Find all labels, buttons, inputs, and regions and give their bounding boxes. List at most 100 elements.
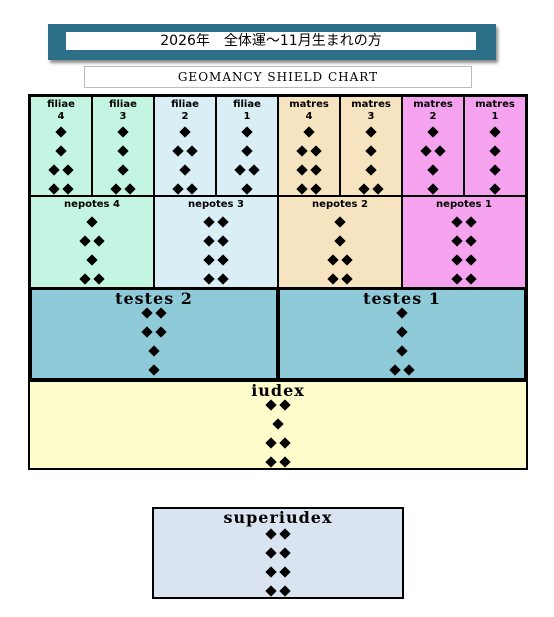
nepotes-label: nepotes 1: [403, 199, 525, 211]
point-diamond: [86, 254, 98, 266]
chart-subtitle: GEOMANCY SHIELD CHART: [84, 66, 472, 88]
nepotes-cell-1: nepotes 1: [402, 196, 526, 288]
testes-label-text: testes 2: [115, 289, 193, 308]
iudex-label: iudex: [30, 382, 526, 400]
point-diamond: [327, 273, 339, 285]
point-diamond: [334, 235, 346, 247]
nepotes-label-text: nepotes 3: [188, 199, 244, 210]
point-diamond: [117, 145, 129, 157]
figure-line: [279, 161, 339, 180]
testes-label-text: testes 1: [363, 289, 441, 308]
figure-line: [403, 142, 463, 161]
point-diamond: [396, 345, 408, 357]
point-diamond: [365, 126, 377, 138]
figure-line: [30, 396, 526, 415]
house-label-text: filiae: [47, 99, 75, 110]
point-diamond: [265, 399, 277, 411]
house-label-text: filiae: [233, 99, 261, 110]
point-diamond: [358, 183, 370, 195]
figure-line: [30, 415, 526, 434]
house-figure: [279, 123, 339, 199]
point-diamond: [465, 216, 477, 228]
point-diamond: [489, 145, 501, 157]
point-diamond: [489, 183, 501, 195]
house-label-text: 3: [367, 111, 375, 122]
point-diamond: [279, 566, 291, 578]
point-diamond: [79, 273, 91, 285]
point-diamond: [296, 183, 308, 195]
nepotes-cell-3: nepotes 3: [154, 196, 278, 288]
figure-line: [32, 304, 276, 323]
figure-line: [465, 142, 525, 161]
point-diamond: [62, 164, 74, 176]
point-diamond: [451, 216, 463, 228]
house-label-text: 3: [119, 111, 127, 122]
point-diamond: [427, 126, 439, 138]
house-label-text: 2: [181, 111, 189, 122]
point-diamond: [217, 235, 229, 247]
figure-line: [155, 142, 215, 161]
house-label-text: 2: [429, 111, 437, 122]
figure-line: [465, 123, 525, 142]
figure-line: [155, 161, 215, 180]
point-diamond: [155, 307, 167, 319]
point-diamond: [93, 235, 105, 247]
point-diamond: [296, 145, 308, 157]
point-diamond: [279, 456, 291, 468]
nepotes-label: nepotes 2: [279, 199, 401, 211]
point-diamond: [203, 273, 215, 285]
house-label-text: 4: [57, 111, 65, 122]
figure-line: [280, 361, 524, 380]
point-diamond: [451, 273, 463, 285]
point-diamond: [489, 126, 501, 138]
superiudex-label-text: superiudex: [223, 508, 333, 527]
point-diamond: [148, 364, 160, 376]
point-diamond: [279, 547, 291, 559]
figure-line: [155, 270, 277, 289]
point-diamond: [203, 216, 215, 228]
point-diamond: [489, 164, 501, 176]
point-diamond: [148, 345, 160, 357]
point-diamond: [141, 326, 153, 338]
point-diamond: [124, 183, 136, 195]
figure-line: [279, 251, 401, 270]
figure-line: [155, 123, 215, 142]
figure-line: [217, 142, 277, 161]
point-diamond: [117, 164, 129, 176]
iudex-label-text: iudex: [251, 381, 305, 400]
point-diamond: [48, 164, 60, 176]
nepotes-label: nepotes 3: [155, 199, 277, 211]
point-diamond: [155, 326, 167, 338]
point-diamond: [310, 145, 322, 157]
house-label-text: 1: [491, 111, 499, 122]
house-figure: [403, 123, 463, 199]
figure-line: [341, 161, 401, 180]
figure-line: [280, 342, 524, 361]
house-label-text: filiae: [109, 99, 137, 110]
point-diamond: [86, 216, 98, 228]
testes-label: testes 1: [280, 290, 524, 308]
point-diamond: [110, 183, 122, 195]
point-diamond: [217, 254, 229, 266]
figure-line: [30, 453, 526, 472]
testes-label: testes 2: [32, 290, 276, 308]
point-diamond: [310, 183, 322, 195]
point-diamond: [117, 126, 129, 138]
figure-line: [32, 342, 276, 361]
figure-line: [31, 161, 91, 180]
house-label-text: matres: [475, 99, 515, 110]
point-diamond: [48, 183, 60, 195]
figure-line: [154, 582, 402, 601]
nepotes-figure: [403, 213, 525, 289]
figure-line: [403, 213, 525, 232]
